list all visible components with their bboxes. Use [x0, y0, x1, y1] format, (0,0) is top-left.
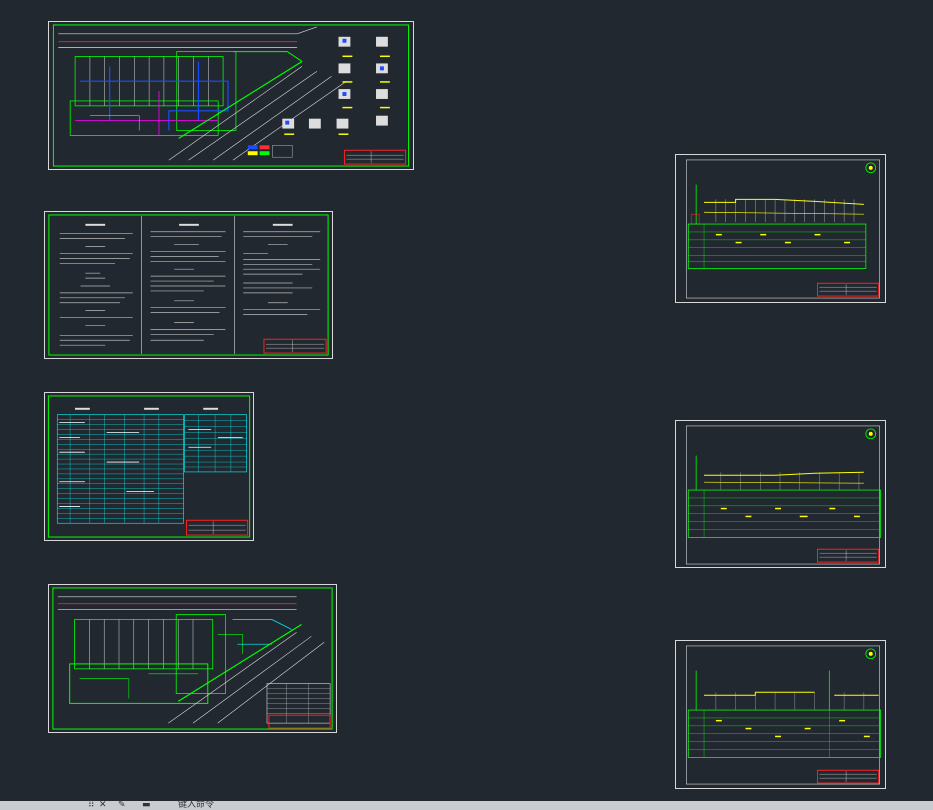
- command-line-bar[interactable]: ⠿ ✕ ✎ ▬ 键入命令: [0, 801, 933, 810]
- sheet-profile-3[interactable]: [675, 640, 886, 789]
- table-drawing: [47, 395, 251, 538]
- close-icon[interactable]: ✕: [99, 800, 107, 810]
- sheet-material-table[interactable]: [44, 392, 254, 541]
- notes-drawing: [48, 214, 329, 356]
- sheet-site-plan-1[interactable]: [48, 21, 414, 170]
- command-input[interactable]: 键入命令: [178, 800, 215, 810]
- profile-drawing-3: [685, 645, 882, 785]
- profile-drawing-1: [685, 159, 880, 299]
- wrench-icon[interactable]: ✎: [118, 800, 126, 810]
- sheet-design-notes[interactable]: [44, 211, 333, 359]
- sheet-profile-1[interactable]: [675, 154, 886, 303]
- sheet-site-plan-2[interactable]: [48, 584, 337, 733]
- command-prompt-icon[interactable]: ▬: [142, 800, 151, 810]
- site-plan-drawing-2: [52, 587, 333, 730]
- site-plan-drawing: [52, 24, 410, 167]
- grip-icon[interactable]: ⠿: [88, 800, 95, 810]
- profile-drawing-2: [685, 425, 882, 565]
- sheet-profile-2[interactable]: [675, 420, 886, 568]
